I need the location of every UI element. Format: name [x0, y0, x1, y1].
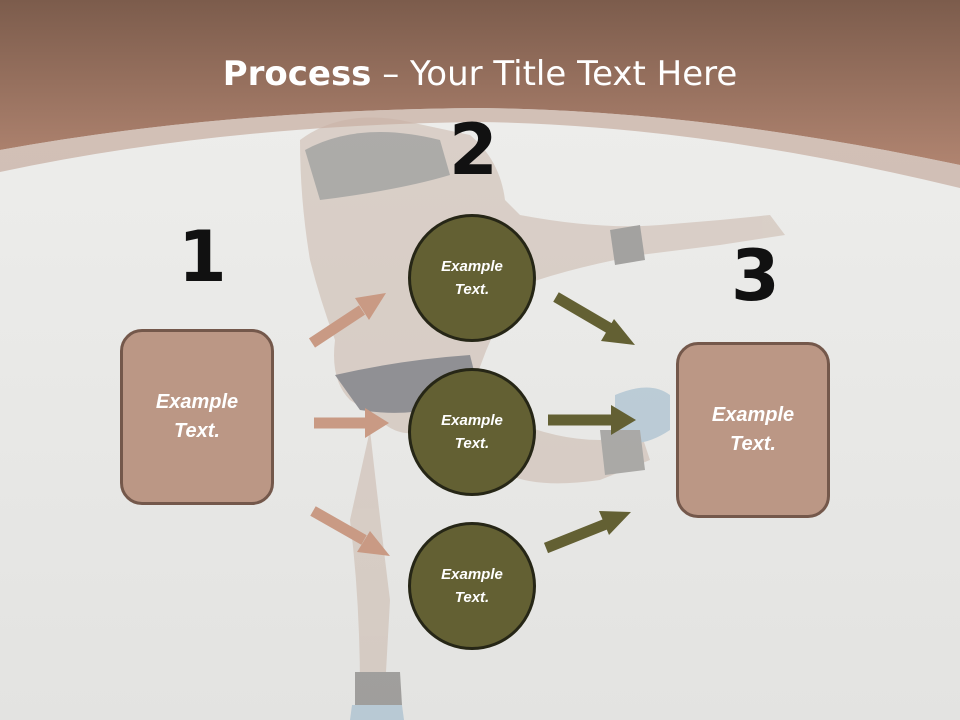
step-1-box: Example Text. [120, 329, 274, 505]
arrow-left-middle [314, 408, 389, 438]
step-1-label: Example Text. [155, 391, 239, 442]
middle-node-center: Example Text. [408, 368, 536, 496]
left-arrows [308, 293, 390, 556]
title-bold: Process [222, 54, 372, 94]
step-number-2: 2 [449, 109, 498, 191]
arrow-left-down [310, 506, 390, 556]
step-number-1: 1 [178, 216, 227, 298]
background-dancer-figure [300, 117, 785, 720]
right-arrows [543, 292, 636, 554]
middle-node-top: Example Text. [408, 214, 536, 342]
arrow-right-down [553, 292, 635, 345]
arrow-right-middle [548, 405, 636, 435]
slide-title: Process – Your Title Text Here [0, 54, 960, 94]
middle-node-top-label: Example Text. [441, 258, 503, 298]
arrow-left-up [308, 293, 386, 348]
arrow-right-up [543, 511, 631, 554]
title-rest: – Your Title Text Here [371, 54, 738, 94]
step-number-3: 3 [731, 235, 780, 317]
middle-node-bottom: Example Text. [408, 522, 536, 650]
middle-node-bottom-label: Example Text. [441, 566, 503, 606]
step-3-box: Example Text. [676, 342, 830, 518]
step-3-label: Example Text. [711, 404, 795, 455]
middle-node-center-label: Example Text. [441, 412, 503, 452]
